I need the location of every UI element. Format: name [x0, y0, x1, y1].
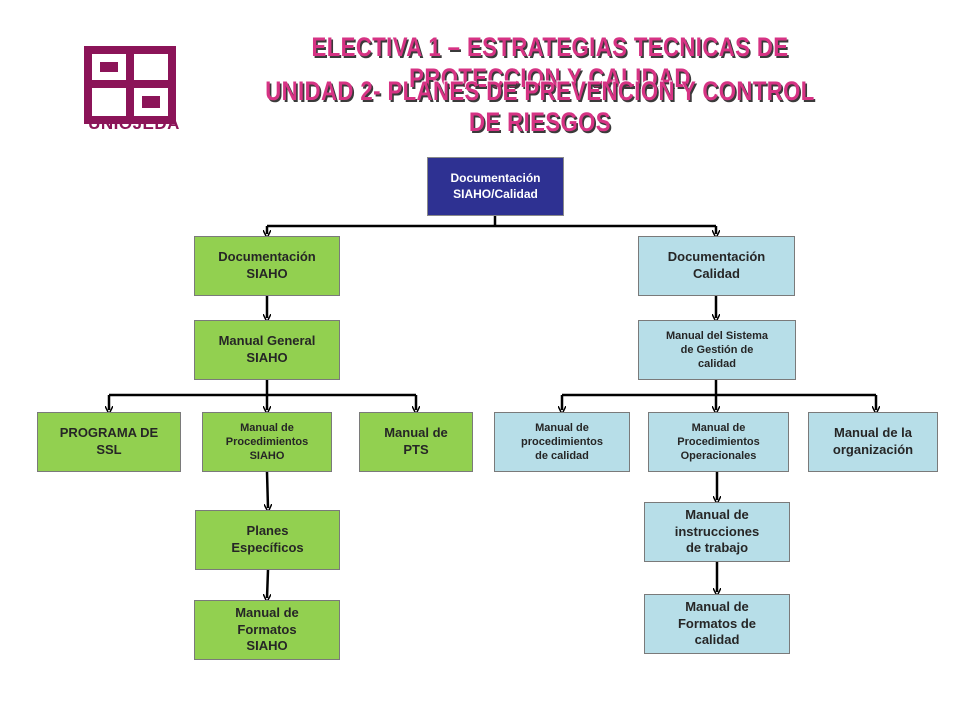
node-manual-proc-calidad: Manual de procedimientos de calidad: [494, 412, 630, 472]
node-doc-calidad: Documentación Calidad: [638, 236, 795, 296]
node-manual-general: Manual General SIAHO: [194, 320, 340, 380]
node-planes: Planes Específicos: [195, 510, 340, 570]
node-manual-pts: Manual de PTS: [359, 412, 473, 472]
node-manual-sistema: Manual del Sistema de Gestión de calidad: [638, 320, 796, 380]
node-formatos-calidad: Manual de Formatos de calidad: [644, 594, 790, 654]
page-title: ELECTIVA 1 – ESTRATEGIAS TECNICAS DE PRO…: [311, 32, 789, 93]
node-manual-proc-oper: Manual de Procedimientos Operacionales: [648, 412, 789, 472]
node-programa-ssl: PROGRAMA DE SSL: [37, 412, 181, 472]
page-subtitle: UNIDAD 2- PLANES DE PREVENCION Y CONTROL…: [265, 76, 815, 137]
uniojeda-logo: [84, 46, 176, 124]
node-manual-proc-siaho: Manual de Procedimientos SIAHO: [202, 412, 332, 472]
node-manual-instr: Manual de instrucciones de trabajo: [644, 502, 790, 562]
node-root: Documentación SIAHO/Calidad: [427, 157, 564, 216]
logo-text: UNIOJEDA: [88, 114, 180, 133]
node-formatos-siaho: Manual de Formatos SIAHO: [194, 600, 340, 660]
node-doc-siaho: Documentación SIAHO: [194, 236, 340, 296]
node-manual-org: Manual de la organización: [808, 412, 938, 472]
